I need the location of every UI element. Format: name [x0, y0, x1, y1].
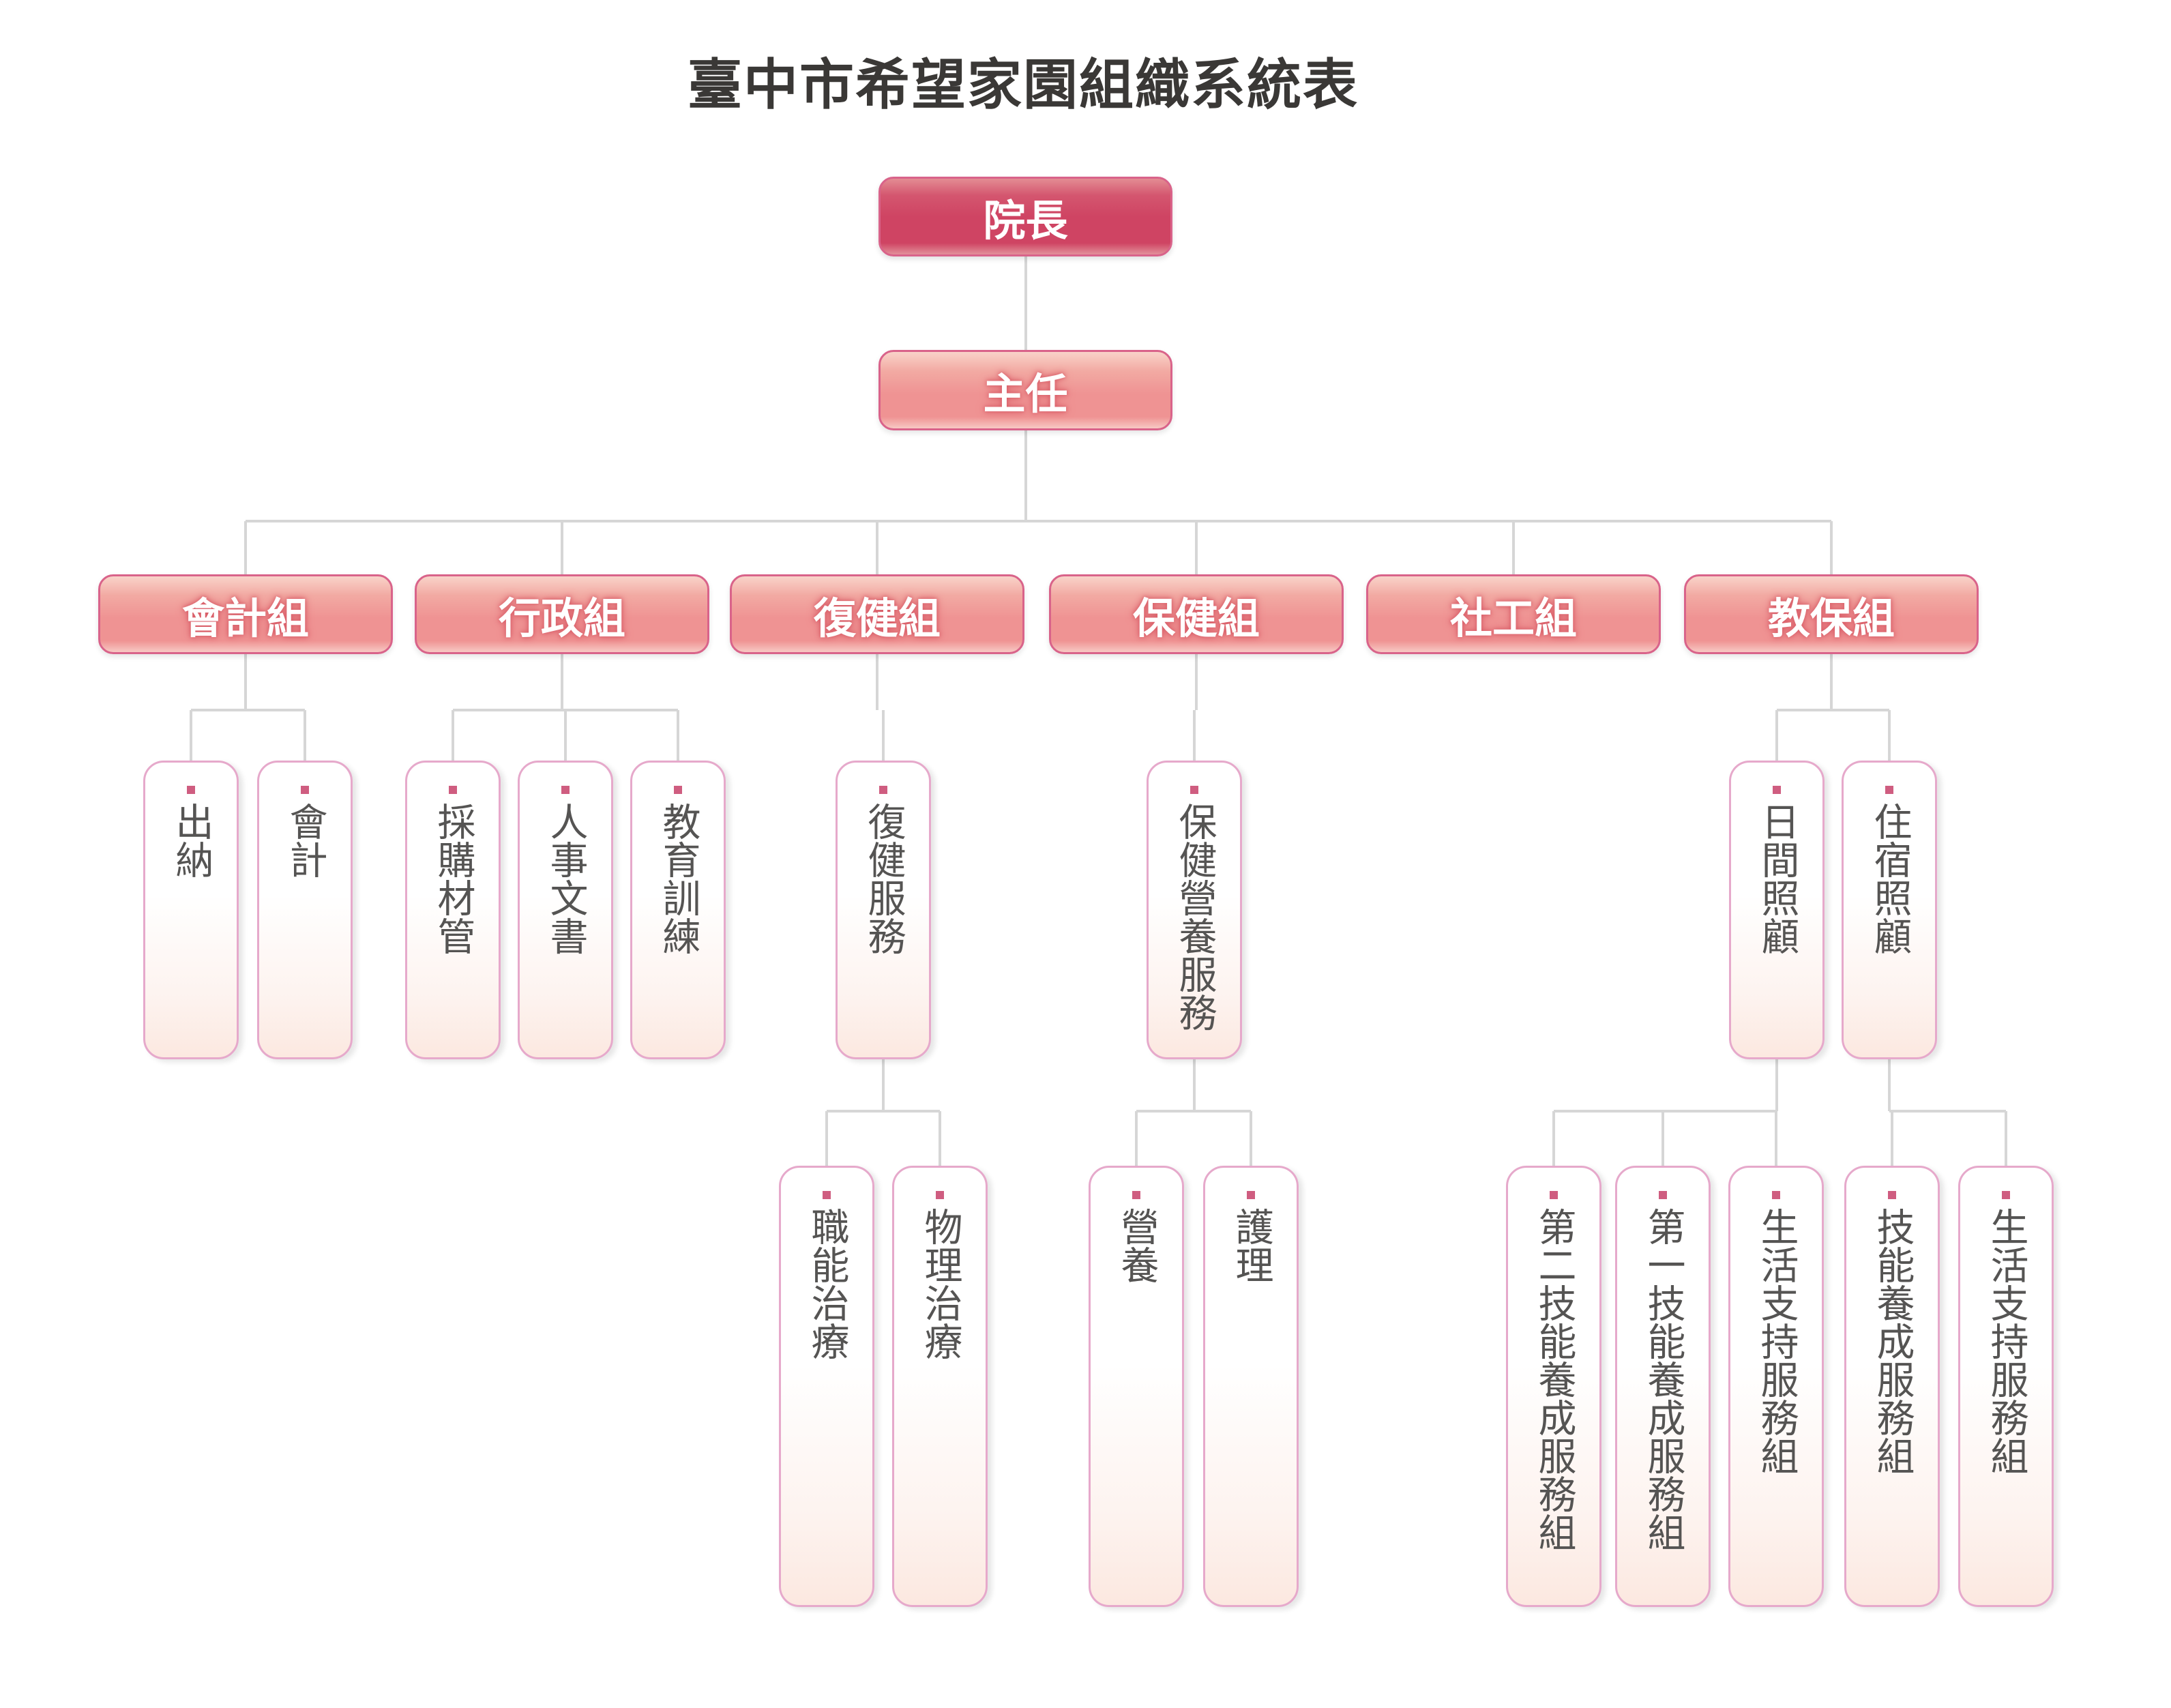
- bullet-marker-icon: [1772, 1191, 1780, 1199]
- node-unit-label: 日間照顧: [1755, 802, 1799, 955]
- node-subunit-label: 職能治療: [805, 1207, 849, 1360]
- node-department-label: 復健組: [813, 593, 941, 643]
- node-subunit[interactable]: 第一技能養成服務組: [1615, 1166, 1711, 1607]
- node-subunit-label: 技能養成服務組: [1870, 1207, 1915, 1475]
- node-subunit[interactable]: 技能養成服務組: [1844, 1166, 1940, 1607]
- node-subunit[interactable]: 第二技能養成服務組: [1506, 1166, 1601, 1607]
- node-subunit-label: 營養: [1114, 1207, 1159, 1284]
- bullet-marker-icon: [1885, 786, 1893, 794]
- node-department[interactable]: 會計組: [98, 574, 393, 654]
- node-unit[interactable]: 採購材管: [405, 761, 501, 1059]
- node-chief[interactable]: 主任: [878, 350, 1172, 430]
- node-subunit-label: 護理: [1229, 1207, 1273, 1284]
- node-unit-label: 教育訓練: [656, 802, 700, 955]
- node-subunit-label: 第一技能養成服務組: [1641, 1207, 1685, 1551]
- node-department-label: 社工組: [1449, 593, 1577, 643]
- node-subunit[interactable]: 護理: [1203, 1166, 1299, 1607]
- node-department[interactable]: 保健組: [1049, 574, 1344, 654]
- bullet-marker-icon: [301, 786, 309, 794]
- node-unit[interactable]: 住宿照顧: [1842, 761, 1937, 1059]
- node-department[interactable]: 行政組: [415, 574, 709, 654]
- bullet-marker-icon: [674, 786, 682, 794]
- node-unit-label: 復健服務: [861, 802, 906, 955]
- node-unit-label: 出納: [169, 802, 213, 879]
- node-subunit[interactable]: 生活支持服務組: [1728, 1166, 1824, 1607]
- bullet-marker-icon: [1773, 786, 1781, 794]
- bullet-marker-icon: [936, 1191, 944, 1199]
- bullet-marker-icon: [823, 1191, 831, 1199]
- node-unit[interactable]: 人事文書: [518, 761, 613, 1059]
- node-subunit-label: 生活支持服務組: [1754, 1207, 1799, 1475]
- node-unit-label: 採購材管: [431, 802, 475, 955]
- node-unit-label: 住宿照顧: [1867, 802, 1912, 955]
- node-subunit[interactable]: 物理治療: [892, 1166, 988, 1607]
- node-director[interactable]: 院長: [878, 177, 1172, 256]
- node-subunit[interactable]: 職能治療: [779, 1166, 874, 1607]
- node-unit-label: 人事文書: [544, 802, 588, 955]
- bullet-marker-icon: [1247, 1191, 1255, 1199]
- node-unit[interactable]: 日間照顧: [1729, 761, 1825, 1059]
- node-subunit-label: 生活支持服務組: [1984, 1207, 2028, 1475]
- node-unit[interactable]: 出納: [143, 761, 239, 1059]
- node-unit[interactable]: 會計: [257, 761, 353, 1059]
- node-department[interactable]: 社工組: [1366, 574, 1661, 654]
- node-department-label: 會計組: [181, 593, 309, 643]
- bullet-marker-icon: [1888, 1191, 1896, 1199]
- node-unit[interactable]: 教育訓練: [630, 761, 726, 1059]
- node-unit[interactable]: 保健營養服務: [1147, 761, 1242, 1059]
- bullet-marker-icon: [2002, 1191, 2010, 1199]
- chart-title: 臺中市希望家園組織系統表: [688, 53, 1359, 117]
- node-department[interactable]: 復健組: [730, 574, 1024, 654]
- bullet-marker-icon: [1190, 786, 1198, 794]
- bullet-marker-icon: [1132, 1191, 1140, 1199]
- node-chief-label: 主任: [983, 369, 1068, 419]
- node-unit[interactable]: 復健服務: [836, 761, 931, 1059]
- bullet-marker-icon: [449, 786, 457, 794]
- node-subunit[interactable]: 營養: [1089, 1166, 1184, 1607]
- bullet-marker-icon: [879, 786, 887, 794]
- node-department-label: 教保組: [1767, 593, 1895, 643]
- node-unit-label: 保健營養服務: [1172, 802, 1217, 1031]
- node-department-label: 保健組: [1132, 593, 1260, 643]
- node-unit-label: 會計: [283, 802, 327, 879]
- bullet-marker-icon: [561, 786, 570, 794]
- bullet-marker-icon: [187, 786, 195, 794]
- bullet-marker-icon: [1659, 1191, 1667, 1199]
- node-department-label: 行政組: [498, 593, 625, 643]
- node-subunit[interactable]: 生活支持服務組: [1958, 1166, 2054, 1607]
- bullet-marker-icon: [1550, 1191, 1558, 1199]
- node-department[interactable]: 教保組: [1684, 574, 1979, 654]
- node-subunit-label: 物理治療: [918, 1207, 962, 1360]
- node-subunit-label: 第二技能養成服務組: [1532, 1207, 1576, 1551]
- node-director-label: 院長: [983, 195, 1068, 246]
